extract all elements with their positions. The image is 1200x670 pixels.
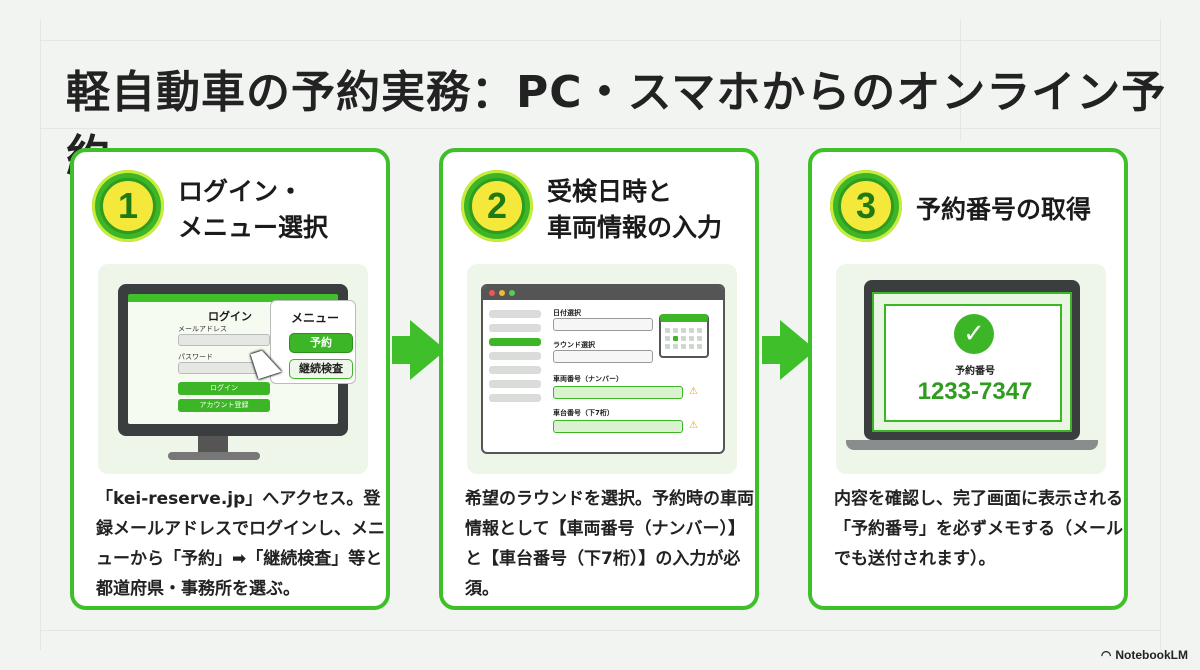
grid-line	[40, 40, 1160, 41]
step-description: 内容を確認し、完了画面に表示される「予約番号」を必ずメモする（メールでも送付され…	[834, 489, 1123, 569]
browser-titlebar	[483, 286, 723, 300]
step-card-confirmation: 3 予約番号の取得 ✓ 予約番号 1233-7347 内容を確認し、完了画面に表…	[808, 148, 1128, 610]
chassis-number-input[interactable]	[553, 420, 683, 433]
step-title-text: 予約番号の取得	[916, 195, 1092, 224]
calendar-cell-selected	[673, 336, 678, 341]
grid-line	[40, 128, 1160, 129]
step-title-text: ログイン・ メニュー選択	[178, 177, 329, 242]
step-number-badge: 3	[830, 170, 902, 242]
login-heading: ログイン	[208, 310, 252, 323]
reservation-number: 1233-7347	[917, 378, 1033, 405]
calendar-cell	[697, 344, 702, 349]
calendar-icon	[659, 314, 709, 358]
laptop-base	[846, 440, 1098, 450]
round-label: ラウンド選択	[553, 341, 595, 349]
step-description: 希望のラウンドを選択。予約時の車両情報として【車両番号（ナンバー）】と【車台番号…	[465, 489, 754, 599]
register-button[interactable]: アカウント登録	[178, 399, 270, 412]
calendar-cell	[697, 328, 702, 333]
warning-icon: ⚠	[689, 386, 698, 397]
step-number-badge: 1	[92, 170, 164, 242]
monitor-stand	[198, 436, 228, 454]
monitor-base	[168, 452, 260, 460]
laptop-screen: ✓ 予約番号 1233-7347	[872, 292, 1072, 432]
menu-item-inspection[interactable]: 継続検査	[289, 359, 353, 379]
date-label: 日付選択	[553, 309, 581, 317]
date-select[interactable]	[553, 318, 653, 331]
notebooklm-icon: ◠	[1100, 648, 1112, 662]
warning-icon: ⚠	[689, 420, 698, 431]
completion-panel: ✓ 予約番号 1233-7347	[884, 304, 1062, 422]
chassis-number-label: 車台番号（下7桁）	[553, 409, 614, 417]
calendar-cell	[665, 328, 670, 333]
browser-window: 日付選択 ラウンド選択 車両番号（ナンバー） ⚠ 車台番号（下7桁） ⚠	[481, 284, 725, 454]
vehicle-number-label: 車両番号（ナンバー）	[553, 375, 623, 383]
login-illustration: ログイン メールアドレス パスワード ログイン アカウント登録 メニュー 予約 …	[98, 264, 368, 474]
step-number: 3	[838, 178, 894, 234]
calendar-cell	[665, 344, 670, 349]
logo-text: NotebookLM	[1115, 648, 1188, 662]
grid-line	[960, 20, 961, 140]
calendar-cell	[673, 344, 678, 349]
sidebar-item[interactable]	[489, 324, 541, 332]
step-card-input: 2 受検日時と 車両情報の入力 日付選択 ラウンド選択 車両番号（ナンバー） ⚠	[439, 148, 759, 610]
step-title: ログイン・ メニュー選択	[178, 174, 378, 246]
step-title-text: 受検日時と 車両情報の入力	[547, 177, 723, 242]
close-dot-icon	[489, 290, 495, 296]
login-button[interactable]: ログイン	[178, 382, 270, 395]
grid-line	[40, 630, 1160, 631]
menu-item-reservation[interactable]: 予約	[289, 333, 353, 353]
calendar-cell	[673, 328, 678, 333]
step-number: 1	[100, 178, 156, 234]
menu-title: メニュー	[291, 311, 340, 325]
step-title: 受検日時と 車両情報の入力	[547, 174, 747, 246]
calendar-cell	[697, 336, 702, 341]
page-title: 軽自動車の予約実務：PC・スマホからのオンライン予約	[66, 67, 1167, 182]
maximize-dot-icon	[509, 290, 515, 296]
sidebar-item[interactable]	[489, 394, 541, 402]
arrow-stem	[392, 336, 412, 364]
calendar-cell	[681, 328, 686, 333]
calendar-cell	[681, 336, 686, 341]
form-illustration: 日付選択 ラウンド選択 車両番号（ナンバー） ⚠ 車台番号（下7桁） ⚠	[467, 264, 737, 474]
sidebar-item[interactable]	[489, 352, 541, 360]
round-select[interactable]	[553, 350, 653, 363]
arrow-stem	[762, 336, 782, 364]
notebooklm-logo: ◠NotebookLM	[1101, 648, 1188, 662]
sidebar-item[interactable]	[489, 380, 541, 388]
email-label: メールアドレス	[178, 325, 227, 333]
vehicle-number-input[interactable]	[553, 386, 683, 399]
step-card-login: 1 ログイン・ メニュー選択 ログイン メールアドレス パスワード ログイン ア…	[70, 148, 390, 610]
sidebar-item[interactable]	[489, 310, 541, 318]
password-label: パスワード	[178, 353, 213, 361]
step-number: 2	[469, 178, 525, 234]
step-number-badge: 2	[461, 170, 533, 242]
step-title: 予約番号の取得	[916, 192, 1116, 228]
menu-popup: メニュー 予約 継続検査	[270, 300, 356, 384]
grid-line	[40, 20, 41, 650]
calendar-cell	[689, 344, 694, 349]
check-icon: ✓	[954, 314, 994, 354]
email-field[interactable]	[178, 334, 270, 346]
step-description: 「kei-reserve.jp」へアクセス。登録メールアドレスでログインし、メニ…	[96, 489, 385, 599]
calendar-cell	[689, 328, 694, 333]
laptop-illustration: ✓ 予約番号 1233-7347	[836, 264, 1106, 474]
sidebar-item[interactable]	[489, 366, 541, 374]
minimize-dot-icon	[499, 290, 505, 296]
calendar-cell	[665, 336, 670, 341]
calendar-cell	[681, 344, 686, 349]
sidebar-item-active[interactable]	[489, 338, 541, 346]
password-field[interactable]	[178, 362, 270, 374]
laptop-icon: ✓ 予約番号 1233-7347	[864, 280, 1080, 440]
calendar-cell	[689, 336, 694, 341]
grid-line	[1160, 20, 1161, 650]
reservation-label: 予約番号	[955, 366, 995, 377]
